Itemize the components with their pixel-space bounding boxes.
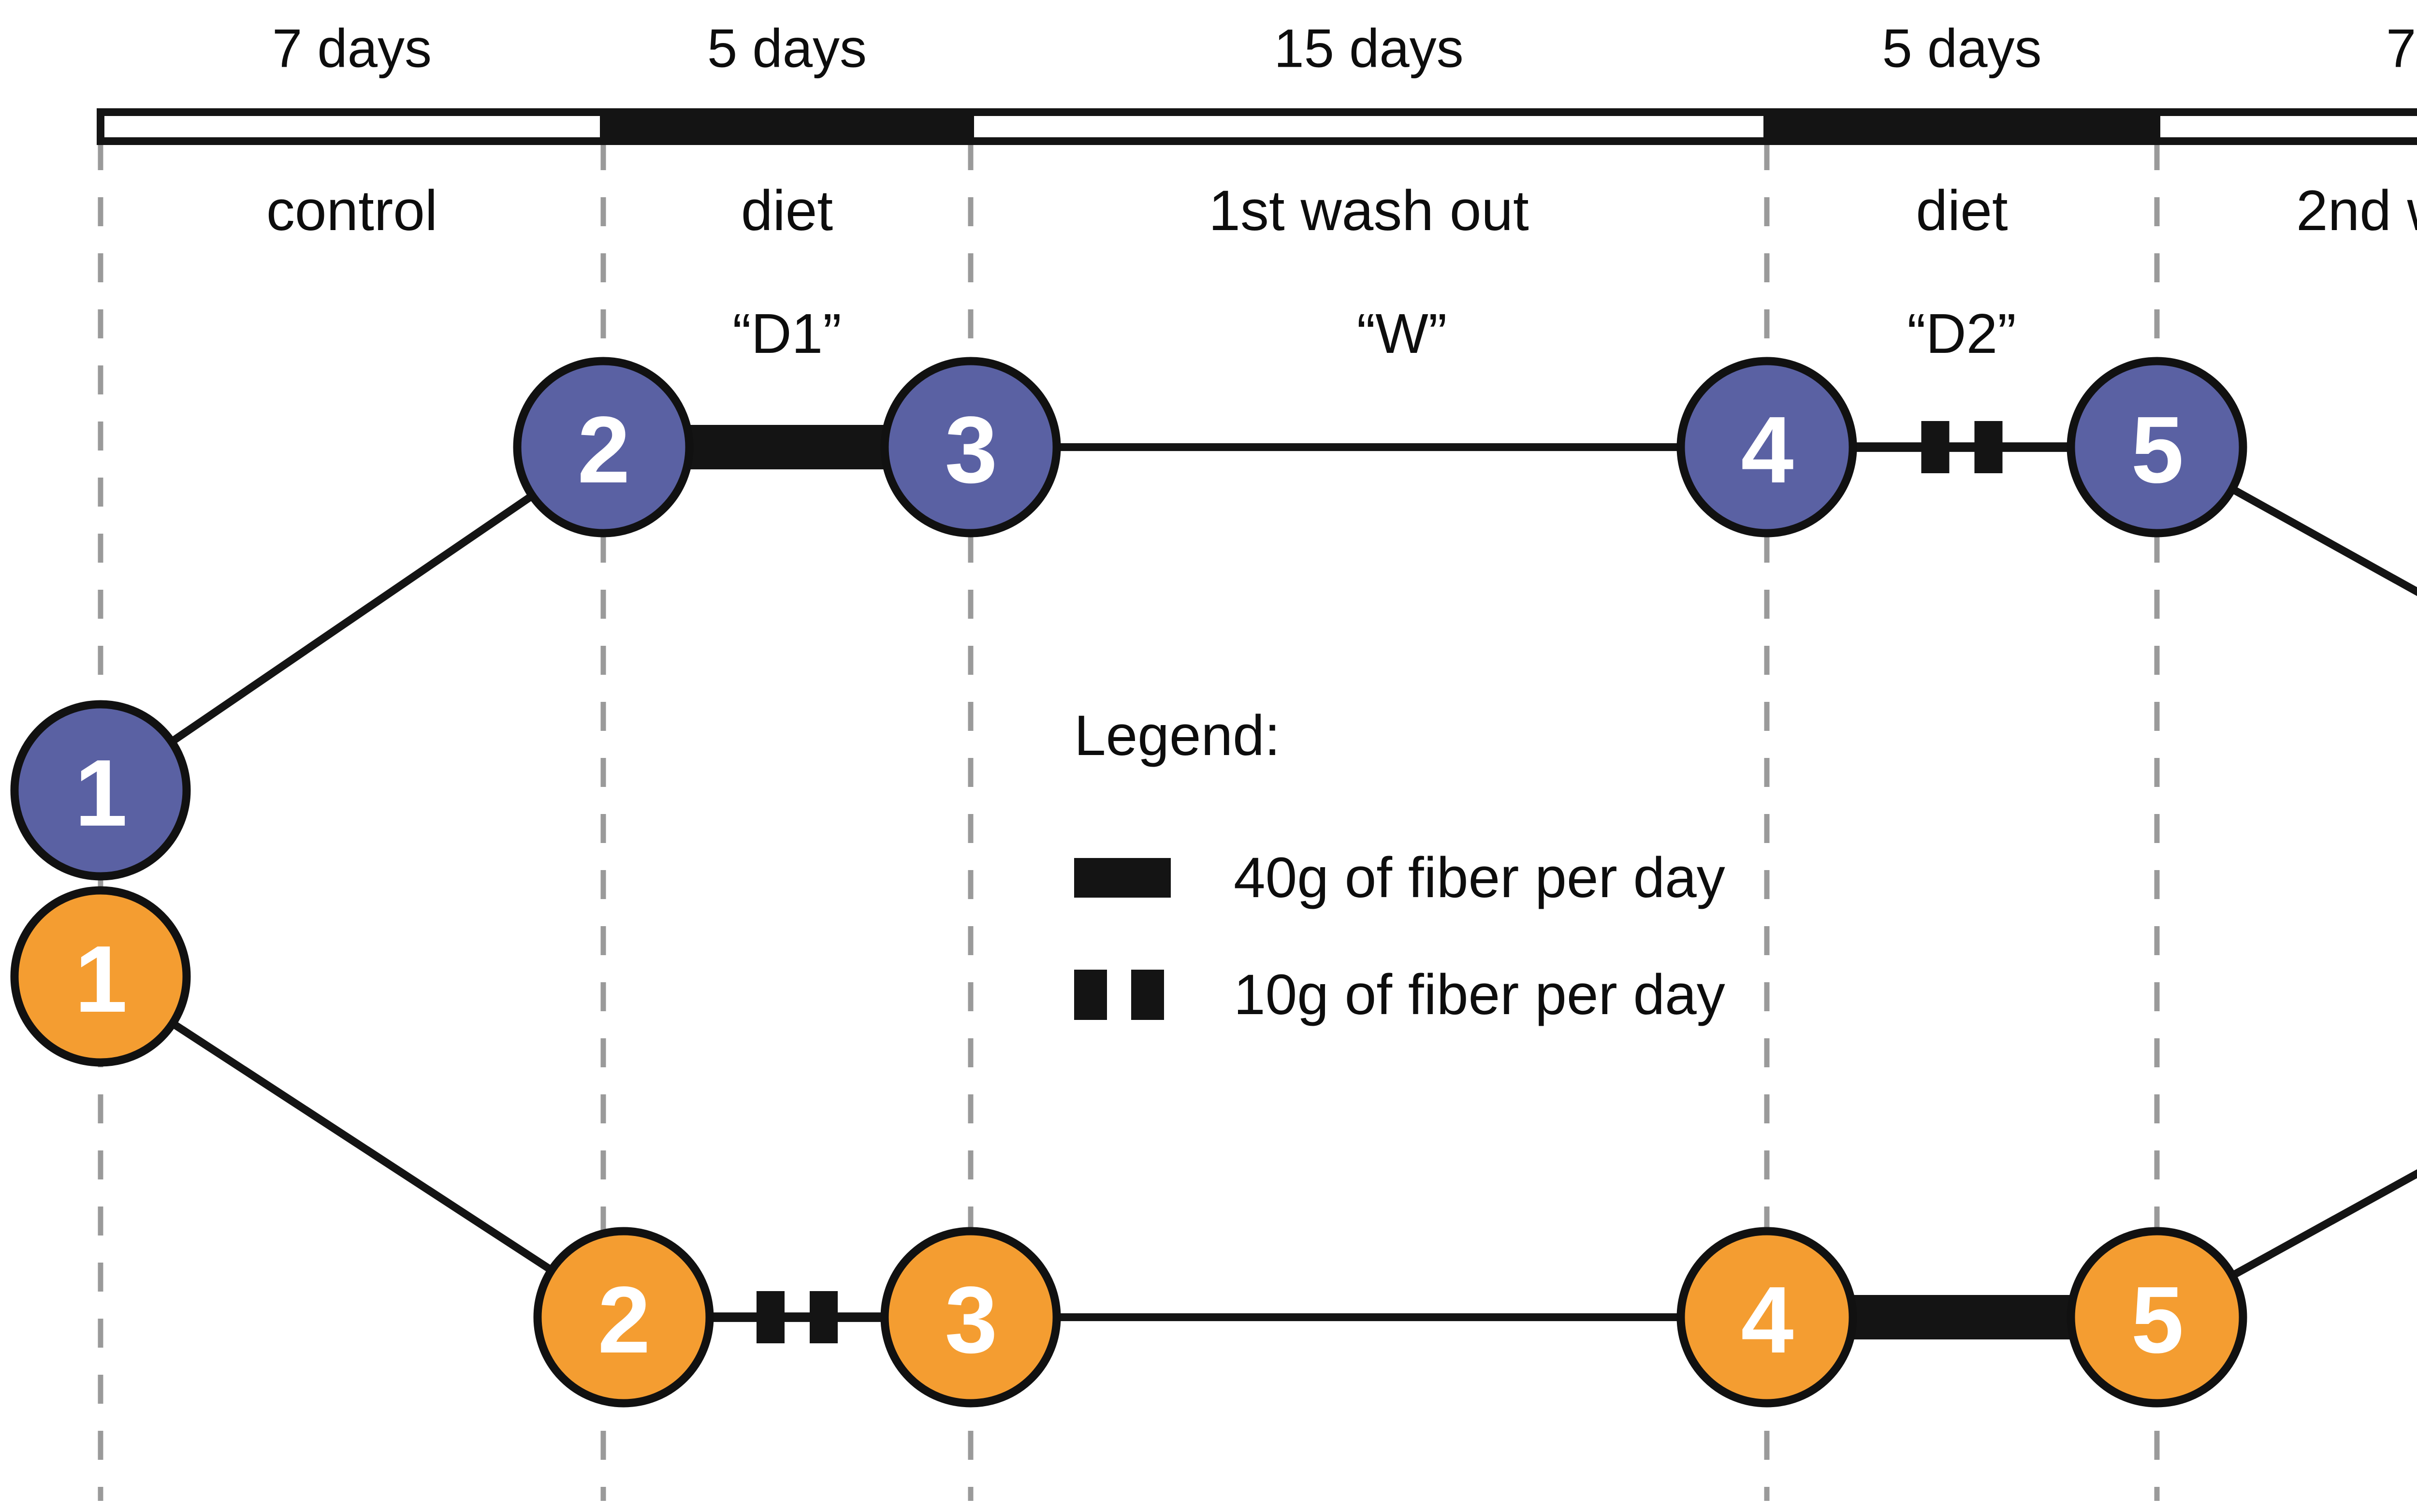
timeline-segment-seg-washout1 <box>967 109 1770 145</box>
timeline-bar-frame <box>97 108 2417 145</box>
phase-label-seg-diet1: diet <box>741 179 833 243</box>
connector-dash-10g-blue-4-5-1 <box>1974 421 2003 473</box>
timepoint-node-orange-3[interactable] <box>880 1227 1061 1408</box>
connector-bar-40g-blue-2-3 <box>681 425 893 469</box>
timeline-segment-seg-diet2 <box>1763 109 2160 145</box>
phase-label-seg-diet2: diet <box>1916 179 2008 243</box>
legend-title: Legend: <box>1074 704 1281 768</box>
connector-blue-4-5 <box>1844 421 2080 473</box>
legend-label-legend-10g: 10g of fiber per day <box>1234 963 1725 1027</box>
timepoint-node-orange-2[interactable] <box>533 1227 714 1408</box>
timepoint-nodes <box>10 357 2247 1408</box>
connector-line-blue-5-6 <box>2221 480 2417 596</box>
duration-label-dur-control: 7 days <box>272 18 432 79</box>
connector-orange-2-3 <box>701 1291 893 1343</box>
timepoint-node-blue-1[interactable] <box>10 700 191 881</box>
period-code-code-d2: “D2” <box>1907 302 2016 365</box>
duration-label-dur-diet2: 5 days <box>1882 18 2042 79</box>
legend-swatch-solid-40g <box>1074 858 1171 898</box>
connector-orange-5-6 <box>2221 1169 2417 1284</box>
duration-label-dur-diet1: 5 days <box>707 18 867 79</box>
timepoint-node-orange-5[interactable] <box>2067 1227 2247 1408</box>
timepoint-node-blue-2[interactable] <box>513 357 694 538</box>
timepoint-node-orange-1[interactable] <box>10 886 191 1067</box>
legend-swatch-dashed-10g-1 <box>1131 970 1164 1020</box>
legend-label-legend-40g: 40g of fiber per day <box>1234 846 1725 910</box>
duration-label-dur-washout2: 7 days <box>2386 18 2417 79</box>
timepoint-node-blue-5[interactable] <box>2067 357 2247 538</box>
connector-dash-10g-orange-2-3-0 <box>757 1291 785 1343</box>
duration-label-dur-washout1: 15 days <box>1274 18 1464 79</box>
connector-dash-10g-blue-4-5-0 <box>1921 421 1950 473</box>
timeline-segment-seg-control <box>97 109 607 145</box>
legend-swatch-dashed-10g-0 <box>1074 970 1107 1020</box>
timepoint-node-blue-4[interactable] <box>1676 357 1857 538</box>
period-code-code-w: “W” <box>1356 302 1447 365</box>
period-code-code-d1: “D1” <box>732 302 842 365</box>
connector-orange-1-2 <box>161 1014 563 1279</box>
timepoint-node-blue-3[interactable] <box>880 357 1061 538</box>
timeline-segment-seg-diet1 <box>600 109 974 145</box>
connector-blue-1-2 <box>160 486 543 751</box>
phase-label-seg-control: control <box>266 179 438 243</box>
timeline-segment-seg-washout2 <box>2154 109 2417 145</box>
arm-connectors <box>160 421 2417 1343</box>
connector-dash-10g-orange-2-3-1 <box>810 1291 838 1343</box>
connector-line-orange-1-2 <box>161 1014 563 1279</box>
connector-line-blue-1-2 <box>160 486 543 751</box>
phase-label-seg-washout1: 1st wash out <box>1208 179 1529 243</box>
connector-blue-2-3 <box>681 425 893 469</box>
connector-line-orange-5-6 <box>2221 1169 2417 1284</box>
legend-swatches <box>1074 858 1171 1020</box>
timeline-bar <box>97 108 2417 145</box>
phase-label-seg-washout2: 2nd wash out <box>2296 179 2417 243</box>
connector-orange-4-5 <box>1844 1295 2080 1339</box>
timepoint-node-orange-4[interactable] <box>1676 1227 1857 1408</box>
connector-bar-40g-orange-4-5 <box>1844 1295 2080 1339</box>
connector-blue-5-6 <box>2221 480 2417 596</box>
